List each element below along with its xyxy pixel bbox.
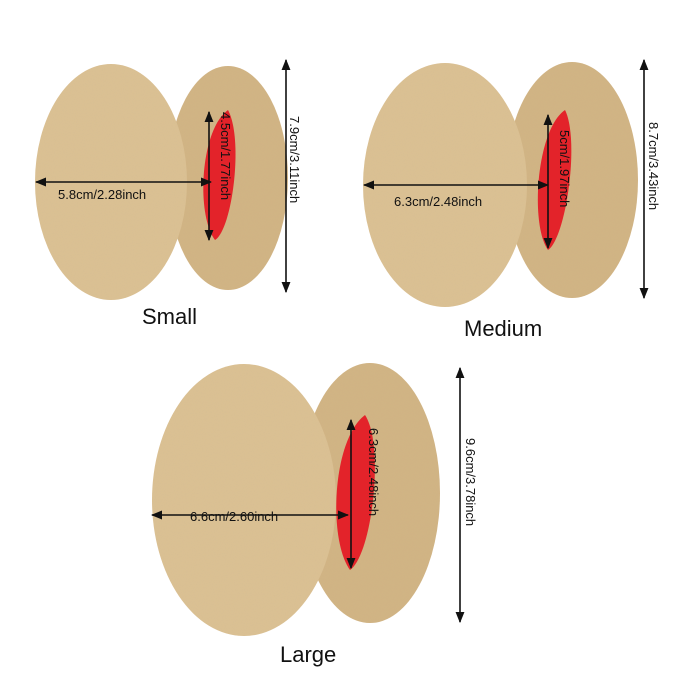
large-width-label: 6.6cm/2.60inch (190, 509, 279, 524)
medium-back-earmuff (506, 62, 638, 298)
small-height-label: 7.9cm/3.11inch (287, 116, 302, 204)
small-size-title: Small (142, 304, 198, 329)
medium-width-label: 6.3cm/2.48inch (394, 194, 483, 209)
large-front-earmuff (152, 364, 336, 636)
large-red-lining (336, 415, 375, 570)
medium-height-label: 8.7cm/3.43inch (646, 122, 661, 211)
medium-size-title: Medium (464, 316, 543, 341)
small-inner-label: 4.5cm/1.77inch (218, 112, 233, 201)
medium-earmuff-pair (362, 58, 649, 307)
small-earmuff-pair (34, 58, 291, 300)
medium-inner-label: 5cm/1.97inch (557, 130, 572, 208)
large-size-title: Large (280, 642, 337, 667)
large-height-label: 9.6cm/3.78inch (463, 438, 478, 527)
small-width-label: 5.8cm/2.28inch (58, 187, 147, 202)
large-inner-label: 6.3cm/2.48inch (366, 428, 381, 517)
large-earmuff-pair (150, 363, 465, 636)
